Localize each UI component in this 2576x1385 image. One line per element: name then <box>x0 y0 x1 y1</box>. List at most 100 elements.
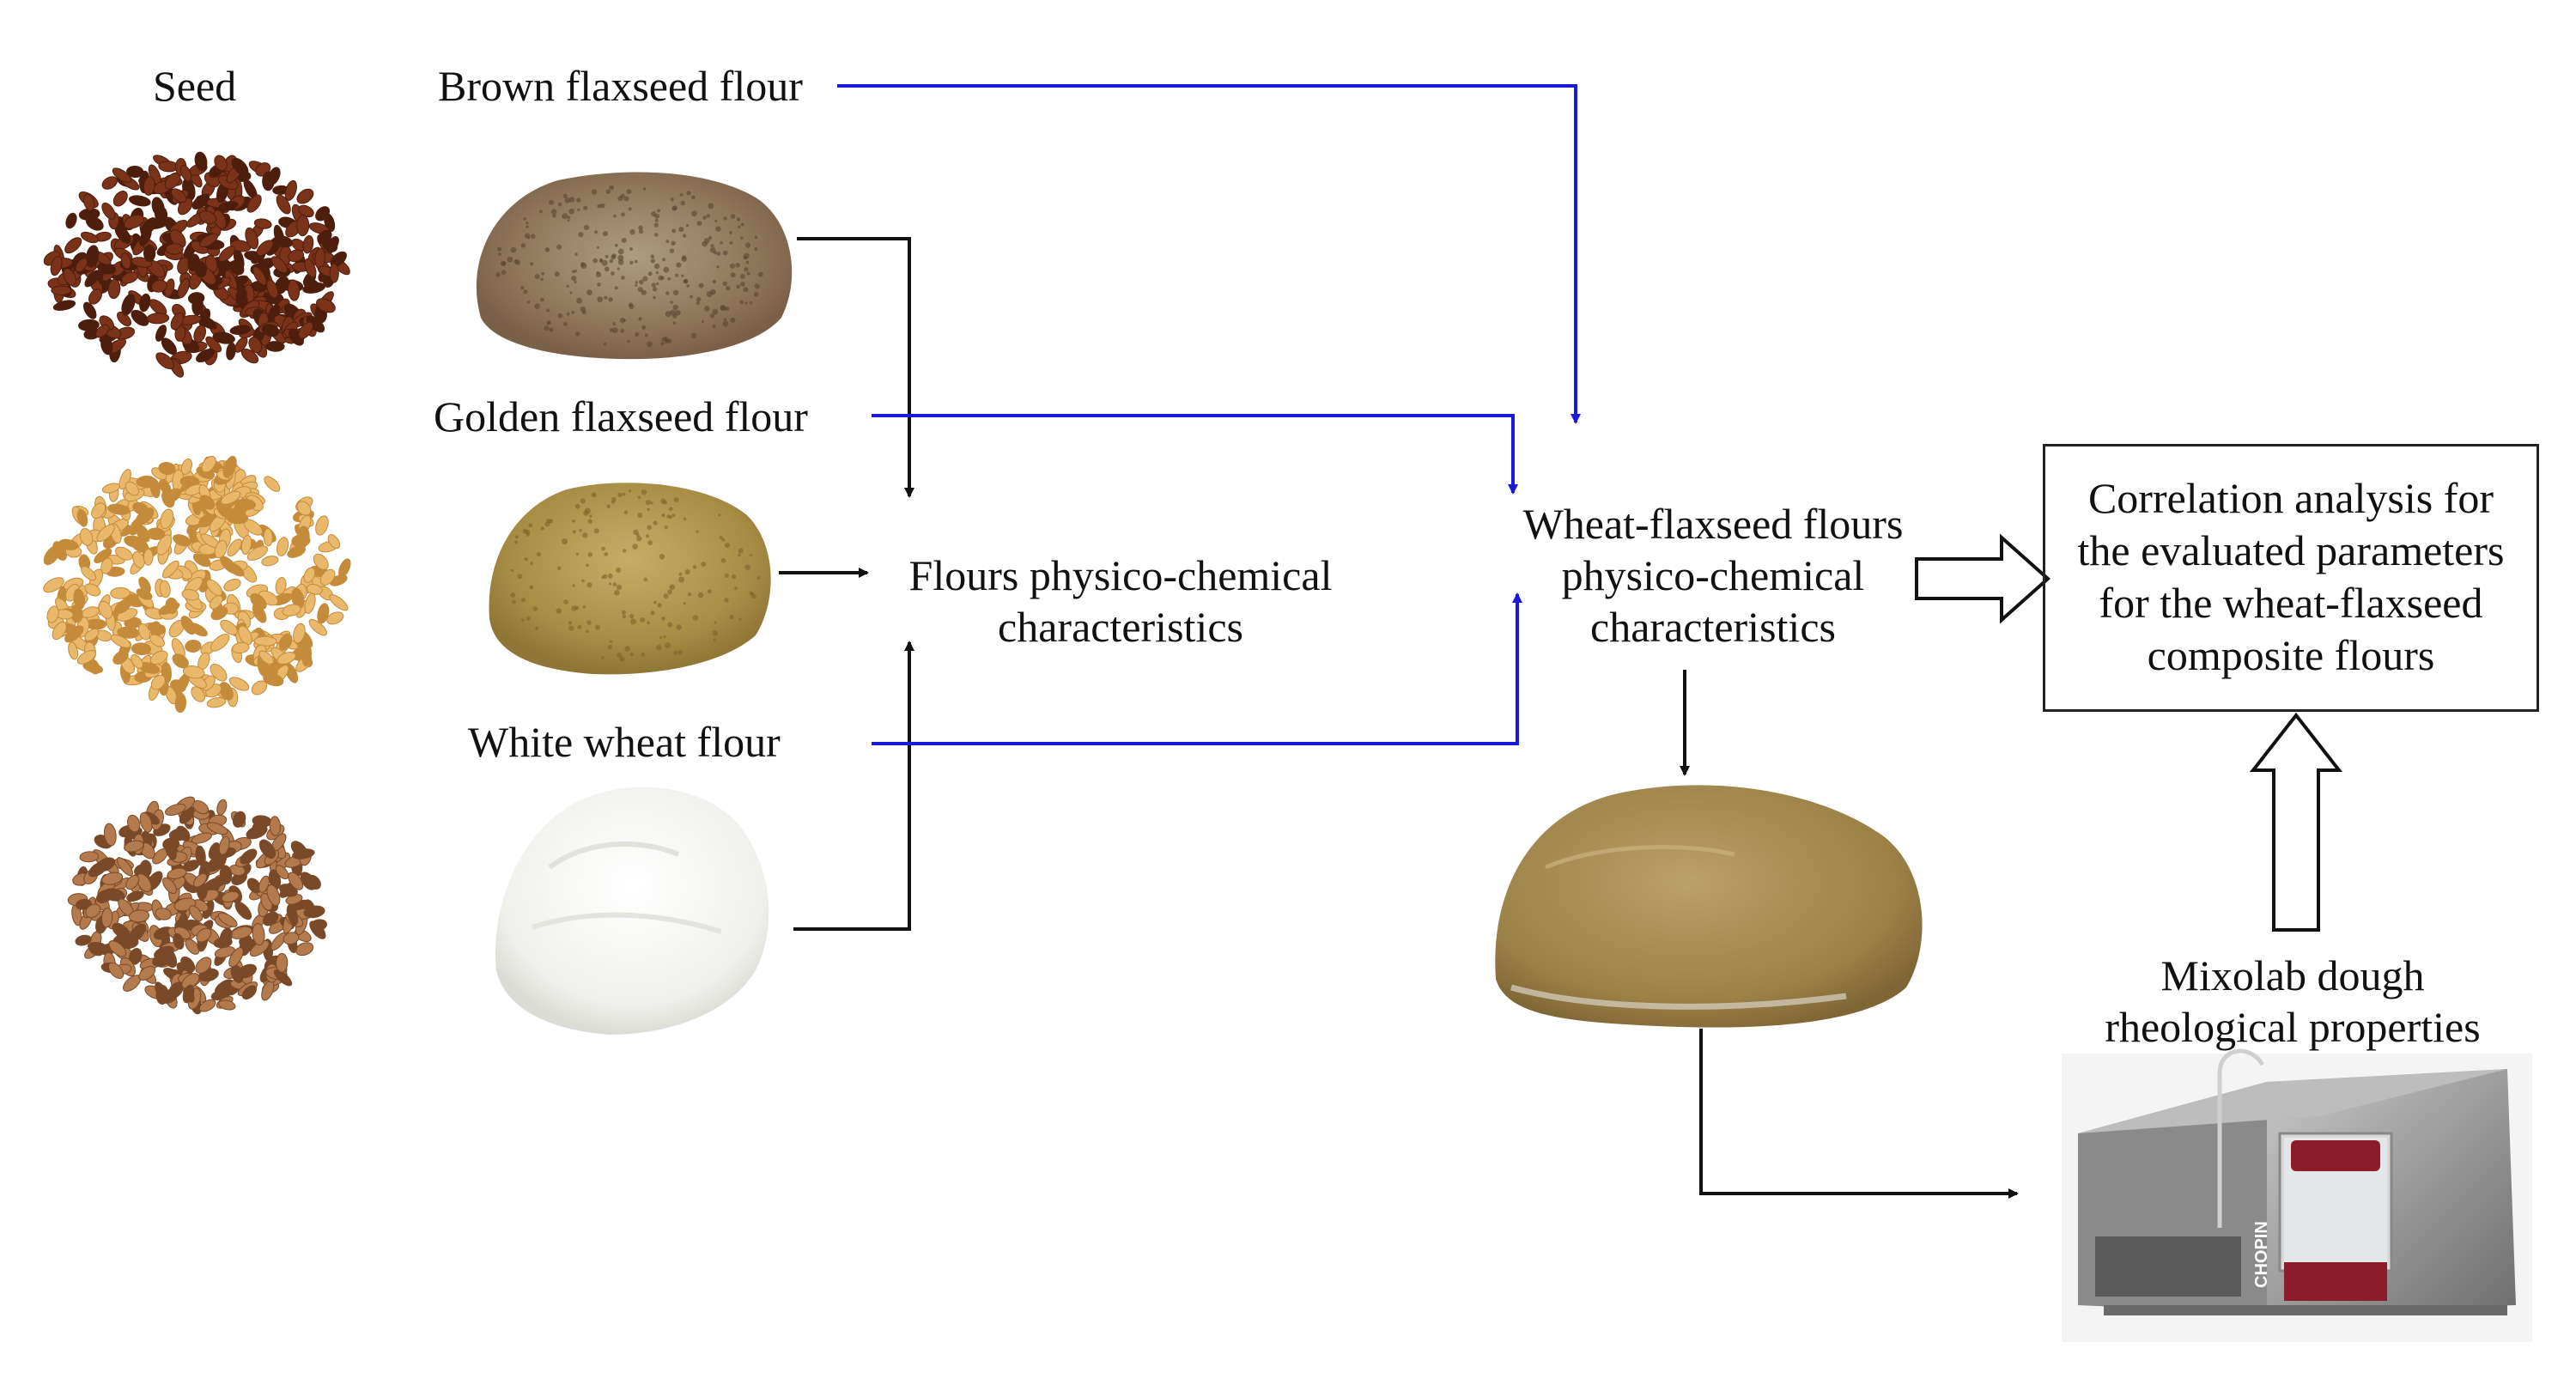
seed-grain <box>276 537 289 556</box>
flour-speck <box>686 191 691 196</box>
flour-speck <box>697 592 704 598</box>
flour-speck <box>647 525 652 530</box>
flour-speck <box>720 557 726 563</box>
flour-speck <box>556 608 562 614</box>
flour-speck <box>669 507 673 512</box>
seed-grain <box>303 567 316 583</box>
flour-speck <box>623 196 629 202</box>
arrow-brown-to-wheatflax <box>837 84 1581 424</box>
flour-speck <box>647 540 653 546</box>
flour-speck <box>557 313 563 319</box>
flour-speck <box>521 618 525 622</box>
flour-speck <box>670 197 674 202</box>
seed-grain <box>308 618 327 636</box>
seed-grain <box>125 481 139 496</box>
flour-speck <box>617 254 624 261</box>
seed-grain <box>82 193 95 211</box>
flour-speck <box>619 318 626 324</box>
flour-speck <box>678 576 684 583</box>
seed-grain <box>64 625 84 643</box>
flour-speck <box>552 213 556 218</box>
flour-speck <box>632 544 638 550</box>
flour-speck <box>617 248 624 255</box>
flour-speck <box>522 528 528 534</box>
flour-speck <box>707 589 712 594</box>
mixolab-label: Mixolab dough rheological properties <box>2044 950 2542 1053</box>
flour-speck <box>567 216 571 219</box>
flour-speck <box>710 247 716 253</box>
flour-speck <box>738 548 744 554</box>
seed-grain <box>240 535 252 556</box>
flour-speck <box>750 592 754 596</box>
flour-speck <box>660 276 665 280</box>
seed-grain <box>118 469 131 490</box>
seed-grain <box>161 560 179 579</box>
flour-speck <box>644 333 648 337</box>
seed-grain <box>222 455 237 478</box>
brown-flaxseed-seed-image <box>43 151 350 378</box>
flour-speck <box>596 246 599 249</box>
seed-grain <box>313 553 329 570</box>
flour-speck <box>652 287 658 292</box>
seed-grain <box>124 214 145 229</box>
flour-speck <box>613 214 617 218</box>
flour-speck <box>660 342 665 346</box>
seed-grain <box>170 312 184 331</box>
seed-grain <box>284 179 297 201</box>
flour-speck <box>520 598 526 603</box>
flour-speck <box>749 553 752 557</box>
seed-grain <box>317 603 330 624</box>
seed-grain <box>139 811 153 833</box>
flour-speck <box>740 281 745 287</box>
flour-speck <box>686 284 690 288</box>
seed-grain <box>181 973 200 989</box>
flour-speck <box>580 498 586 504</box>
flour-speck <box>514 540 519 544</box>
flour-speck <box>574 503 580 509</box>
flour-speck <box>586 289 592 295</box>
flour-speck <box>635 259 638 264</box>
flour-speck <box>654 233 659 237</box>
seed-grain <box>292 848 315 860</box>
seed-grain <box>316 298 336 313</box>
flour-speck <box>580 263 587 269</box>
flour-speck <box>639 279 644 285</box>
flour-speck <box>661 617 665 621</box>
seed-grain <box>43 577 64 593</box>
seed-grain <box>146 313 170 325</box>
flour-speck <box>597 296 604 303</box>
seed-grain <box>234 901 252 920</box>
flour-speck <box>665 240 670 244</box>
flour-speck <box>661 513 665 518</box>
golden-flaxseed-flour-image <box>489 483 771 675</box>
flour-speck <box>635 281 638 284</box>
flour-speck <box>681 274 684 277</box>
flour-speck <box>650 501 653 505</box>
flour-speck <box>712 325 716 329</box>
flour-speck <box>616 584 623 591</box>
seed-grain <box>124 840 144 853</box>
seed-grain <box>191 686 206 702</box>
seed-grain <box>131 309 149 326</box>
seed-grain <box>216 799 228 816</box>
flour-speck <box>594 230 598 234</box>
flour-speck <box>720 241 723 245</box>
seed-grain <box>180 616 196 635</box>
flour-speck <box>735 263 740 268</box>
flour-speck <box>513 259 519 264</box>
seed-grain <box>287 545 307 558</box>
flour-speck <box>635 331 640 337</box>
flour-speck <box>530 562 533 565</box>
seed-grain <box>266 279 278 299</box>
seed-grain <box>112 191 128 207</box>
seed-grain <box>155 352 175 370</box>
flour-speck <box>577 208 580 211</box>
seed-grain <box>101 872 124 885</box>
flour-speck <box>626 189 632 194</box>
flour-speck <box>642 187 647 191</box>
flour-speck <box>704 238 710 244</box>
seed-grain <box>173 534 191 547</box>
flour-speck <box>612 322 617 325</box>
seed-label: Seed <box>153 62 237 110</box>
correlation-line-3: for the wheat-flaxseed <box>2099 579 2483 627</box>
